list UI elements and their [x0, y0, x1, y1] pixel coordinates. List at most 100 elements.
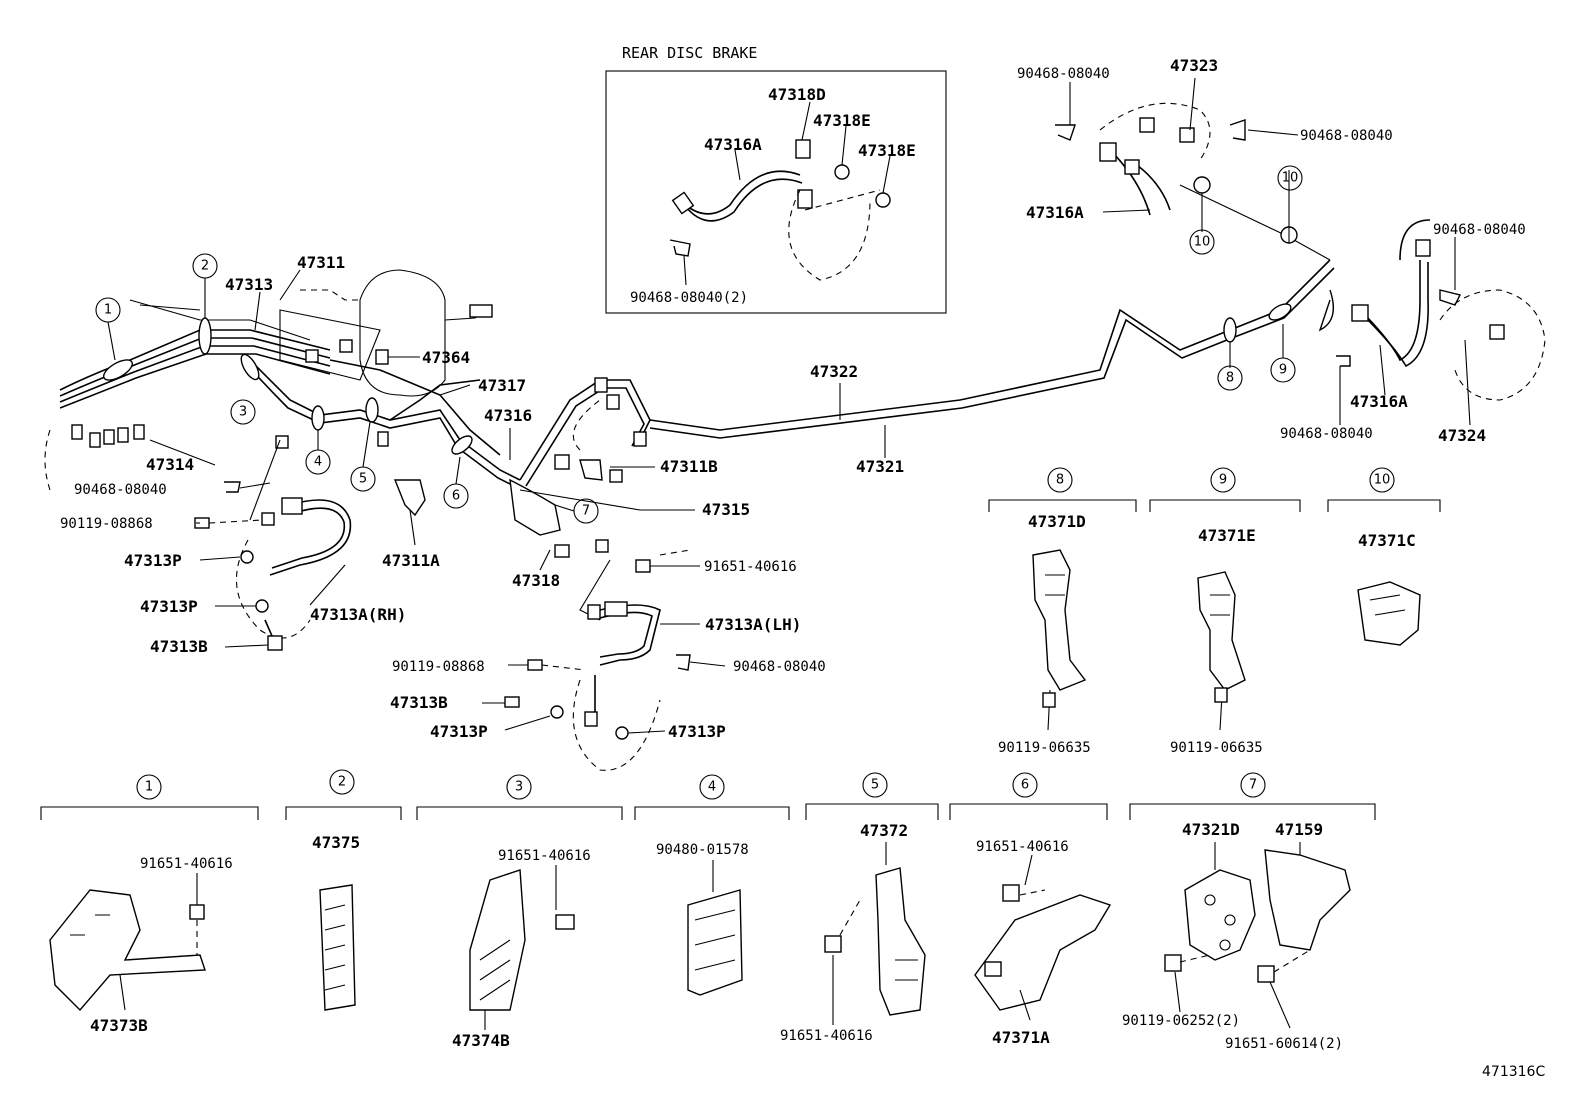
- callout-4: 4: [314, 455, 322, 470]
- label-47364: 47364: [422, 348, 470, 367]
- callout-5: 5: [359, 472, 367, 487]
- detail-1: 1 91651-40616 47373B: [40, 774, 259, 1035]
- label-47311A: 47311A: [382, 551, 440, 570]
- rear-disc-brake-inset: REAR DISC BRAKE 47318D 47318E 47318E 473…: [605, 44, 947, 314]
- callout-6: 6: [452, 489, 460, 504]
- label-47375: 47375: [312, 833, 360, 852]
- callout-10-a: 10: [1282, 171, 1299, 186]
- detail-6-callout: 6: [1021, 778, 1029, 793]
- label-47313B-a: 47313B: [150, 637, 208, 656]
- detail-9: 9 47371E 90119-06635: [1149, 467, 1301, 756]
- label-91651-a: 91651-40616: [704, 559, 797, 575]
- label-47318: 47318: [512, 571, 560, 590]
- detail-3-callout: 3: [515, 780, 523, 795]
- clamp-3: [240, 353, 260, 381]
- label-90119-e: 90119-06252(2): [1122, 1013, 1240, 1029]
- label-90119-a: 90119-08868: [60, 516, 153, 532]
- nut-47364: [375, 349, 389, 365]
- label-47316A-inset: 47316A: [704, 135, 762, 154]
- label-90119-d: 90119-06635: [1170, 740, 1263, 756]
- clamp-90480: [687, 889, 743, 996]
- label-90480: 90480-01578: [656, 842, 749, 858]
- label-47313P-c: 47313P: [430, 722, 488, 741]
- label-47313P-a: 47313P: [124, 551, 182, 570]
- label-91651-d: 91651-40616: [780, 1028, 873, 1044]
- master-cylinder: [279, 309, 381, 381]
- master-cylinder-area: [44, 269, 521, 521]
- clamp-47371D: [1032, 549, 1087, 691]
- label-91651-c: 91651-40616: [498, 848, 591, 864]
- label-90468-b: 90468-08040: [733, 659, 826, 675]
- detail-7-callout: 7: [1249, 778, 1257, 793]
- clamp-47373B: [49, 889, 206, 1012]
- detail-2-callout: 2: [338, 775, 346, 790]
- inset-hose-fitting-b: [797, 189, 813, 209]
- label-47321: 47321: [856, 457, 904, 476]
- label-47371A: 47371A: [992, 1028, 1050, 1047]
- washer-47318E-a: [834, 164, 850, 180]
- label-47321D: 47321D: [1182, 820, 1240, 839]
- label-90468-d: 90468-08040: [1300, 128, 1393, 144]
- label-90468-f: 90468-08040: [1280, 426, 1373, 442]
- inset-hose: [679, 170, 801, 215]
- detail-5: 5 47372 91651-40616: [780, 772, 939, 1044]
- callout-7: 7: [582, 504, 590, 519]
- label-47371D: 47371D: [1028, 512, 1086, 531]
- detail-9-callout: 9: [1219, 473, 1227, 488]
- label-91651-f: 91651-60614(2): [1225, 1036, 1343, 1052]
- bracket-47159: [1264, 849, 1351, 951]
- label-47318E-b: 47318E: [858, 141, 916, 160]
- clamp-5: [365, 397, 379, 423]
- rh-flex-hose: [194, 481, 352, 651]
- clamp-2: [198, 317, 212, 355]
- inset-hose-fitting-a: [671, 191, 695, 215]
- label-47316A-b: 47316A: [1026, 203, 1084, 222]
- label-90468-e: 90468-08040: [1433, 222, 1526, 238]
- label-47313B-b: 47313B: [390, 693, 448, 712]
- detail-1-callout: 1: [145, 780, 153, 795]
- inset-leader: [804, 189, 881, 211]
- clamp-47371E: [1197, 571, 1246, 691]
- brake-booster: [359, 269, 446, 397]
- clamp-47372: [875, 867, 926, 1016]
- label-91651-e: 91651-40616: [976, 839, 1069, 855]
- label-47373B: 47373B: [90, 1016, 148, 1035]
- callout-2: 2: [201, 259, 209, 274]
- label-47313A-rh: 47313A(RH): [310, 605, 406, 624]
- detail-5-callout: 5: [871, 778, 879, 793]
- diagram-reference-code: 471316C: [1482, 1064, 1545, 1080]
- inset-clip-leader: [683, 255, 687, 286]
- label-47311B: 47311B: [660, 457, 718, 476]
- label-47313: 47313: [225, 275, 273, 294]
- inset-caliper-outline: [788, 189, 871, 281]
- label-47314: 47314: [146, 455, 194, 474]
- clamp-1: [103, 359, 133, 381]
- clamp-8: [1223, 317, 1237, 343]
- detail-6: 6 91651-40616 47371A: [949, 772, 1112, 1047]
- bracket-47311A: [393, 479, 426, 517]
- label-47313P-d: 47313P: [668, 722, 726, 741]
- washer-47318E-b: [875, 192, 891, 208]
- callout-10-b: 10: [1194, 235, 1211, 250]
- clamp-47371A: [974, 894, 1112, 1011]
- label-47315: 47315: [702, 500, 750, 519]
- label-90119-b: 90119-08868: [392, 659, 485, 675]
- bolt-47318D: [795, 139, 811, 159]
- callout-8: 8: [1226, 371, 1234, 386]
- label-47318E-a: 47318E: [813, 111, 871, 130]
- clamp-10-a: [1193, 176, 1211, 194]
- label-47159: 47159: [1275, 820, 1323, 839]
- detail-4-callout: 4: [708, 780, 716, 795]
- label-47311: 47311: [297, 253, 345, 272]
- label-47324: 47324: [1438, 426, 1486, 445]
- label-47317: 47317: [478, 376, 526, 395]
- label-90468-inset: 90468-08040(2): [630, 290, 748, 306]
- detail-10: 10 47371C: [1327, 467, 1441, 646]
- label-90468-c: 90468-08040: [1017, 66, 1110, 82]
- junction-47321D: [1184, 869, 1256, 961]
- clamp-9: [1268, 303, 1292, 321]
- label-47316A-c: 47316A: [1350, 392, 1408, 411]
- clamp-4: [311, 405, 325, 431]
- main-labels: 47311 47313 47364 47317 47316 47314 9046…: [60, 56, 1526, 741]
- label-47372: 47372: [860, 821, 908, 840]
